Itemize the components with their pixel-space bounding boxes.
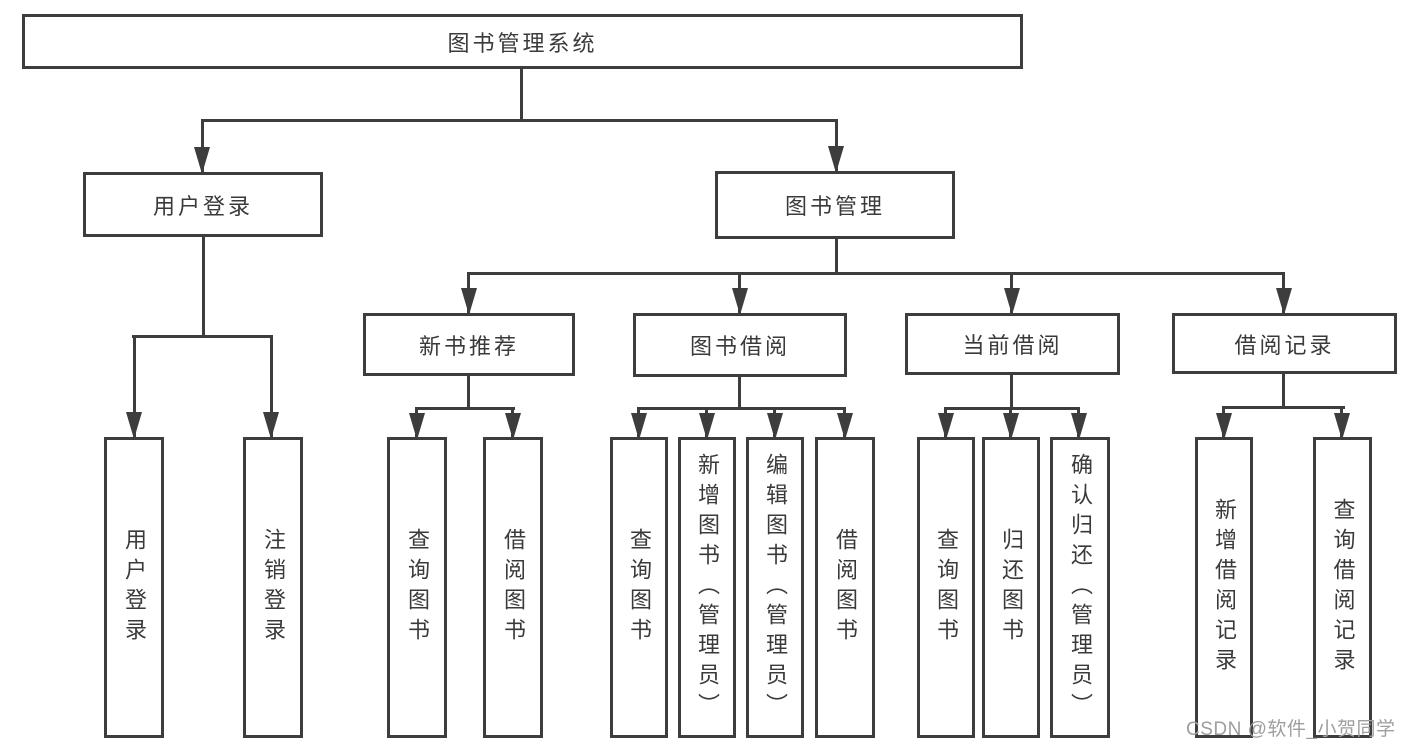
edge-book-borrow-stem xyxy=(738,377,741,409)
edge-user-login-drop xyxy=(201,119,204,172)
node-borrow-records: 借阅记录 xyxy=(1172,313,1397,374)
leaf-bookborrow-edit: 编辑图书（管理员） xyxy=(746,437,804,738)
node-book-management: 图书管理 xyxy=(715,171,955,239)
node-book-borrow: 图书借阅 xyxy=(633,313,847,377)
edge-current-borrow-split xyxy=(944,407,1080,410)
arrow-into-leaf-logout xyxy=(263,412,279,439)
edge-level2-bus xyxy=(201,119,838,122)
arrow-into-new-books xyxy=(461,288,477,315)
leaf-bookborrow-query: 查询图书 xyxy=(610,437,668,738)
edge-new-books-split xyxy=(415,407,515,410)
arrow-into-book-borrow xyxy=(732,288,748,315)
edge-book-mgmt-drop xyxy=(835,119,838,171)
arrow-into-cb-confirm xyxy=(1071,413,1087,440)
node-current-borrow: 当前借阅 xyxy=(905,313,1120,375)
leaf-currentborrow-return: 归还图书 xyxy=(982,437,1040,738)
edge-book-mgmt-stem xyxy=(835,239,838,275)
leaf-currentborrow-query: 查询图书 xyxy=(917,437,975,738)
node-user-login: 用户登录 xyxy=(83,172,323,237)
leaf-logout: 注销登录 xyxy=(243,437,303,738)
arrow-into-bb-add xyxy=(699,413,715,440)
edge-level3-bus xyxy=(467,272,1285,275)
leaf-bookborrow-add: 新增图书（管理员） xyxy=(678,437,736,738)
edge-new-books-stem xyxy=(467,376,470,409)
leaf-records-query: 查询借阅记录 xyxy=(1313,437,1372,738)
arrow-into-bb-query xyxy=(631,413,647,440)
arrow-into-borrow-records xyxy=(1276,288,1292,315)
edge-borrow-records-stem xyxy=(1282,374,1285,408)
leaf-newbooks-query: 查询图书 xyxy=(387,437,447,738)
arrow-into-leaf-login xyxy=(126,412,142,439)
arrow-into-book-mgmt xyxy=(828,146,844,173)
arrow-into-nb-borrow xyxy=(505,413,521,440)
edge-user-login-stem xyxy=(202,237,205,337)
edge-current-borrow-stem xyxy=(1010,375,1013,409)
leaf-currentborrow-confirm: 确认归还（管理员） xyxy=(1050,437,1110,738)
arrow-into-br-query xyxy=(1334,413,1350,440)
node-root: 图书管理系统 xyxy=(22,14,1023,69)
arrow-into-bb-edit xyxy=(767,413,783,440)
edge-leaf-login-drop xyxy=(133,335,136,439)
edge-leaf-logout-drop xyxy=(270,335,273,439)
leaf-user-login: 用户登录 xyxy=(104,437,164,738)
edge-user-login-split xyxy=(132,335,273,338)
arrow-into-cb-return xyxy=(1003,413,1019,440)
leaf-newbooks-borrow: 借阅图书 xyxy=(483,437,543,738)
arrow-into-current-borrow xyxy=(1004,288,1020,315)
edge-book-borrow-split xyxy=(637,407,846,410)
arrow-into-cb-query xyxy=(938,413,954,440)
edge-borrow-records-split xyxy=(1222,406,1345,409)
watermark: CSDN @软件_小贺同学 xyxy=(1186,719,1396,740)
leaf-records-add: 新增借阅记录 xyxy=(1195,437,1253,738)
node-new-books: 新书推荐 xyxy=(363,313,575,376)
arrow-into-user-login xyxy=(194,147,210,174)
leaf-bookborrow-borrow: 借阅图书 xyxy=(815,437,875,738)
arrow-into-nb-query xyxy=(409,413,425,440)
arrow-into-bb-borrow xyxy=(837,413,853,440)
arrow-into-br-add xyxy=(1216,413,1232,440)
edge-root-stem xyxy=(520,69,523,122)
